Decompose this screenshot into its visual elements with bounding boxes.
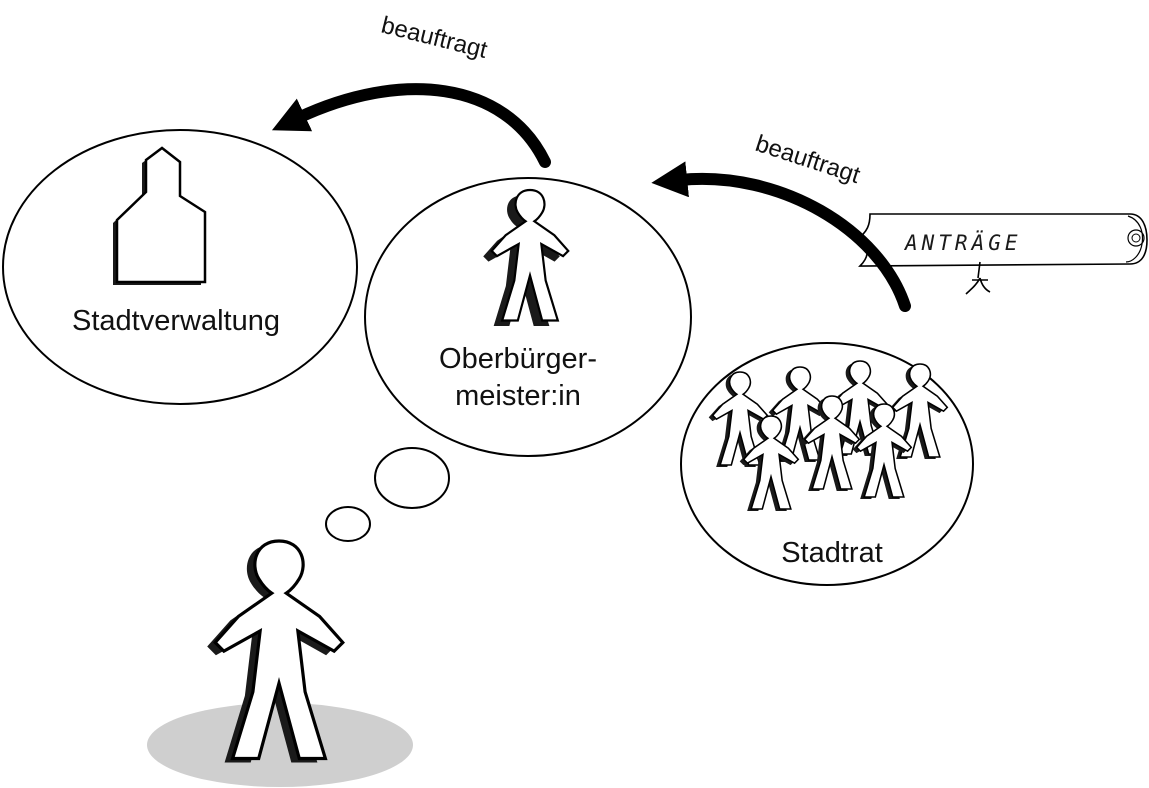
oberbuergermeister-label-line1: Oberbürger- (439, 343, 597, 375)
arrow-mayor-to-administration: beauftragt (271, 12, 551, 168)
ground-shadow (147, 703, 413, 787)
arrow-council-to-mayor-label: beauftragt (752, 130, 863, 189)
thought-bubble-large (374, 447, 450, 509)
scroll-icon: ANTRÄGE (854, 213, 1148, 295)
oberbuergermeister-label-line2: meister:in (455, 380, 581, 412)
arrow-mayor-to-administration-label: beauftragt (379, 12, 491, 64)
town-hall-icon (113, 146, 207, 285)
thought-bubble-small (325, 506, 371, 542)
node-stadtrat: Stadtrat (680, 342, 974, 586)
node-stadtverwaltung: Stadtverwaltung (2, 129, 358, 405)
scroll-label: ANTRÄGE (903, 230, 1022, 255)
node-oberbuergermeister: Oberbürger- meister:in (364, 177, 692, 457)
stadtverwaltung-label: Stadtverwaltung (72, 305, 280, 337)
stadtrat-label: Stadtrat (781, 537, 883, 569)
